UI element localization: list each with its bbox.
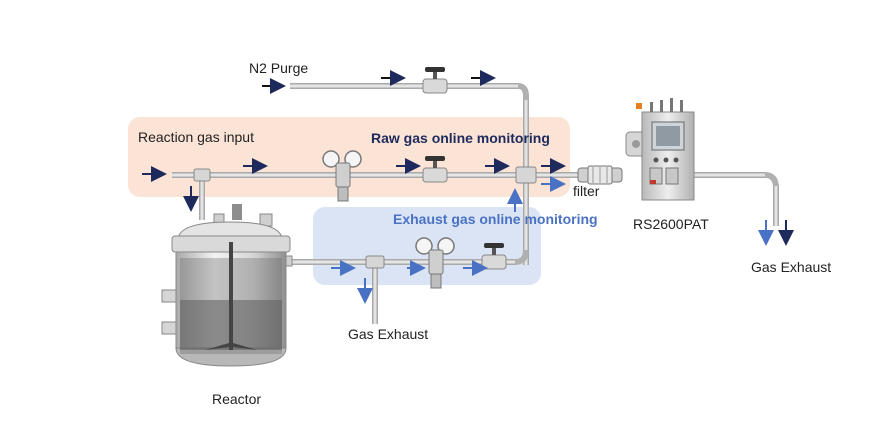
pressure-regulator-icon: [415, 237, 455, 289]
n2-purge-label: N2 Purge: [249, 60, 309, 76]
exhaust-gas-monitoring-label: Exhaust gas online monitoring: [393, 211, 598, 227]
flow-arrows: [142, 70, 794, 304]
valve-icon: [422, 67, 448, 94]
analyzer-label: RS2600PAT: [633, 216, 709, 232]
reactor-vessel-icon: [161, 204, 293, 367]
pressure-regulator-icon: [322, 150, 362, 202]
analyzer-cabinet-icon: [625, 98, 695, 201]
filter-label: filter: [573, 183, 600, 199]
filter-icon: [577, 165, 623, 185]
reactor-label: Reactor: [212, 391, 262, 407]
gas-exhaust-bottom-label: Gas Exhaust: [348, 326, 429, 342]
valve-icon: [422, 156, 448, 183]
cross-fitting: [515, 166, 537, 184]
tee-fitting: [193, 168, 211, 182]
tee-fitting: [365, 255, 385, 269]
gas-exhaust-right-label: Gas Exhaust: [751, 259, 832, 275]
valve-icon: [481, 243, 507, 270]
raw-gas-monitoring-label: Raw gas online monitoring: [371, 130, 550, 146]
reaction-gas-input-label: Reaction gas input: [138, 129, 254, 145]
